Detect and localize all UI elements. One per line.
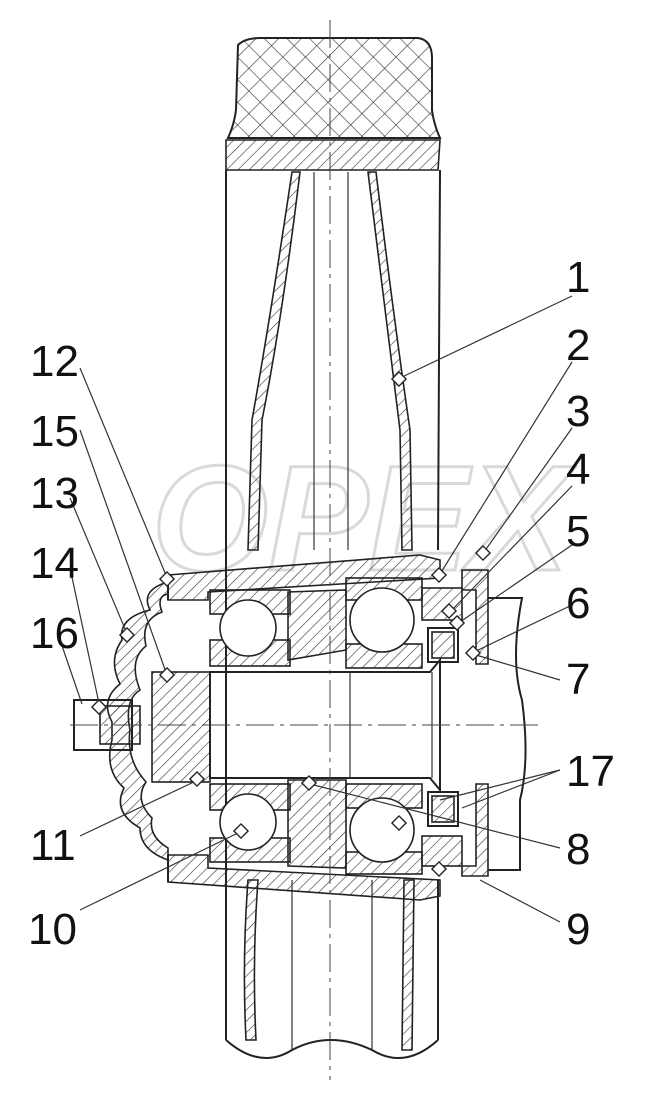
- callout-12: 12: [30, 337, 79, 386]
- callout-7: 7: [566, 655, 590, 704]
- seal-cover: [421, 569, 527, 877]
- callout-16: 16: [30, 609, 79, 658]
- callout-5: 5: [566, 507, 590, 556]
- callout-9: 9: [566, 905, 590, 954]
- hub-housing: [167, 554, 441, 901]
- callout-4: 4: [566, 445, 590, 494]
- callout-17: 17: [566, 747, 615, 796]
- callout-markers: [90, 370, 492, 878]
- tire: [226, 37, 442, 139]
- callout-3: 3: [566, 387, 590, 436]
- callout-1: 1: [566, 253, 590, 302]
- callout-13: 13: [30, 469, 79, 518]
- callout-2: 2: [566, 321, 590, 370]
- callout-labels: 1 2 3 4 5 6 7 8 9 10 11 12 13 14 15 16 1…: [28, 253, 615, 954]
- callout-8: 8: [566, 825, 590, 874]
- leader-lines: [59, 295, 573, 923]
- callout-14: 14: [30, 539, 79, 588]
- callout-6: 6: [566, 579, 590, 628]
- bearing-inner: [209, 589, 291, 863]
- callout-15: 15: [30, 407, 79, 456]
- bearing-outer: [345, 577, 423, 875]
- callout-11: 11: [30, 821, 76, 870]
- hub-cap: [73, 580, 211, 862]
- callout-10: 10: [28, 905, 77, 954]
- rim: [225, 139, 441, 1059]
